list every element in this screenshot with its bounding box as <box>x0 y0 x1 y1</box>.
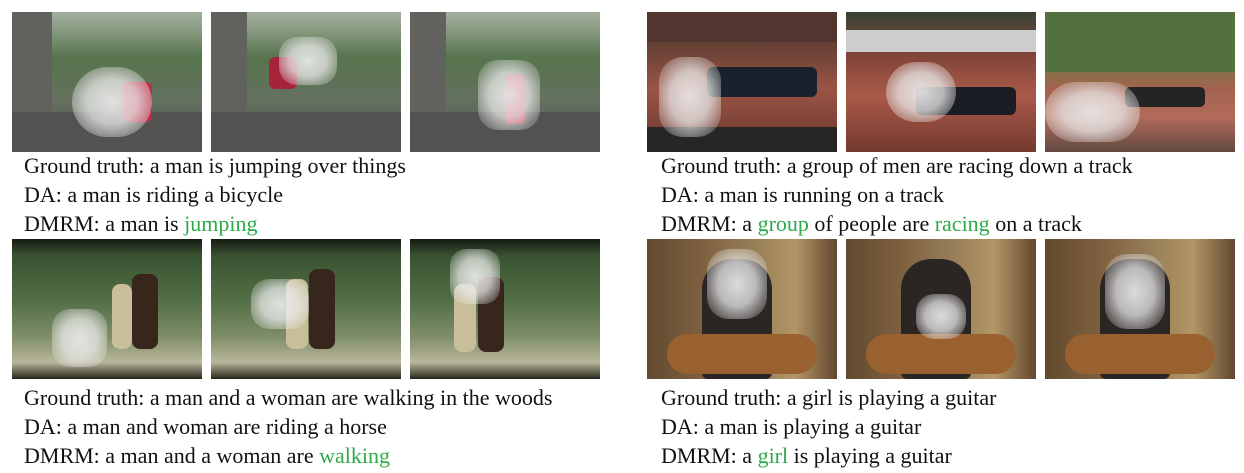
dmrm-caption-text: DMRM: a group of people are racing on a … <box>661 209 1133 238</box>
video-frame <box>1045 12 1235 152</box>
ground-truth-text: Ground truth: a girl is playing a guitar <box>661 385 997 410</box>
video-frame <box>1045 239 1235 379</box>
dmrm-part: is playing a guitar <box>788 443 952 468</box>
video-frame <box>211 12 401 152</box>
dmrm-part: DMRM: a man and a woman are <box>24 443 320 468</box>
ground-truth-text: Ground truth: a man and a woman are walk… <box>24 385 553 410</box>
caption-walking: Ground truth: a man and a woman are walk… <box>24 383 552 470</box>
dmrm-part: DMRM: a man is <box>24 211 185 236</box>
ground-truth-text: Ground truth: a man is jumping over thin… <box>24 153 406 178</box>
caption-jumping: Ground truth: a man is jumping over thin… <box>24 151 406 238</box>
dmrm-part: on a track <box>989 211 1082 236</box>
da-caption-text: DA: a man is riding a bicycle <box>24 182 284 207</box>
dmrm-highlight-word: group <box>757 211 809 236</box>
dmrm-highlight-word: girl <box>757 443 789 468</box>
dmrm-caption-text: DMRM: a girl is playing a guitar <box>661 441 996 470</box>
dmrm-part: of people are <box>808 211 935 236</box>
video-frame <box>846 239 1036 379</box>
da-caption-text: DA: a man and woman are riding a horse <box>24 414 387 439</box>
ground-truth-text: Ground truth: a group of men are racing … <box>661 153 1133 178</box>
dmrm-caption-text: DMRM: a man is jumping <box>24 209 406 238</box>
da-caption-text: DA: a man is playing a guitar <box>661 414 922 439</box>
dmrm-part: DMRM: a <box>661 443 758 468</box>
dmrm-highlight-word: jumping <box>184 211 258 236</box>
caption-guitar: Ground truth: a girl is playing a guitar… <box>661 383 996 470</box>
dmrm-caption-text: DMRM: a man and a woman are walking <box>24 441 552 470</box>
video-frame <box>211 239 401 379</box>
video-frame <box>846 12 1036 152</box>
dmrm-highlight-word: walking <box>319 443 390 468</box>
video-frame <box>12 12 202 152</box>
video-frame <box>410 239 600 379</box>
da-caption-text: DA: a man is running on a track <box>661 182 944 207</box>
video-frame <box>410 12 600 152</box>
dmrm-part: DMRM: a <box>661 211 758 236</box>
video-frame <box>647 239 837 379</box>
video-frame <box>647 12 837 152</box>
video-frame <box>12 239 202 379</box>
caption-racing: Ground truth: a group of men are racing … <box>661 151 1133 238</box>
dmrm-highlight-word: racing <box>934 211 990 236</box>
